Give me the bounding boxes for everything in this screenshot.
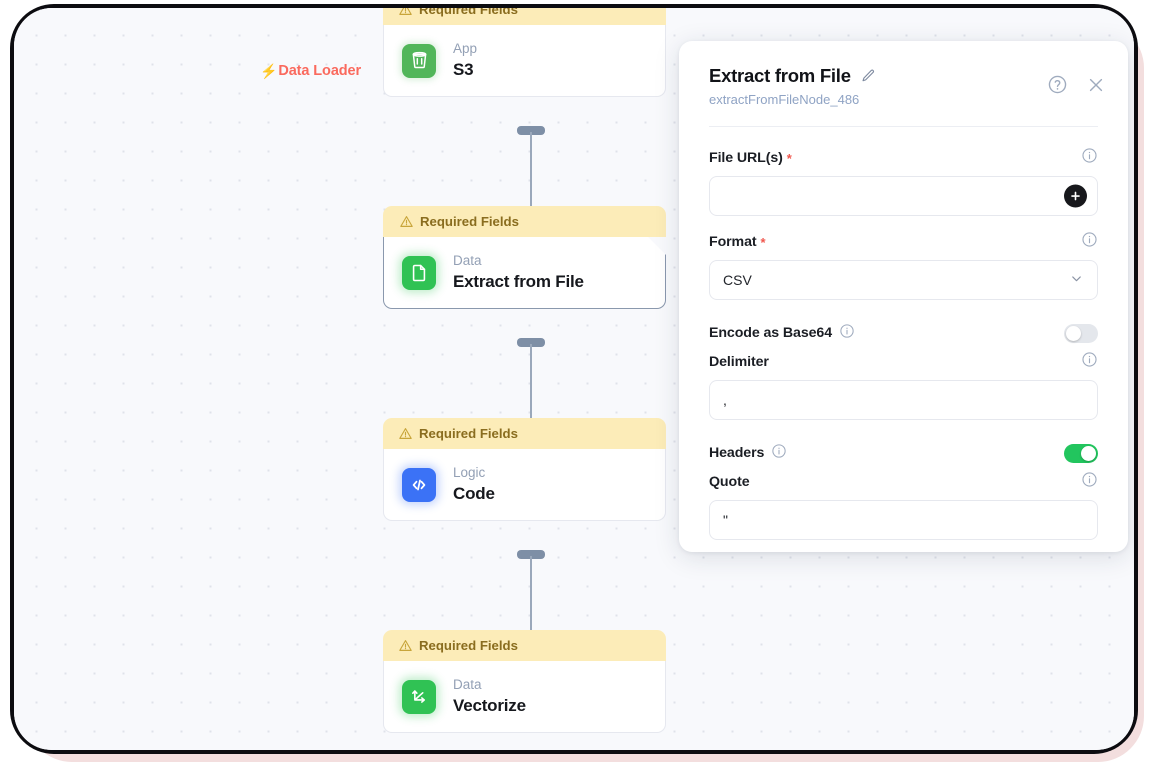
node-s3[interactable]: Required Fields App S3 — [383, 8, 666, 97]
node-kind: Data — [453, 253, 482, 269]
field-encode-base64: Encode as Base64 — [709, 316, 1098, 350]
warning-triangle-icon — [400, 215, 413, 228]
info-icon[interactable] — [1081, 351, 1098, 373]
format-value: CSV — [723, 272, 752, 288]
field-label: Quote — [709, 474, 750, 490]
lightning-bolt-icon: ⚡ — [260, 63, 278, 79]
quote-input[interactable]: " — [709, 500, 1098, 540]
node-kind: App — [453, 41, 478, 57]
node-extract-from-file[interactable]: Required Fields Data Extract from File — [383, 206, 666, 309]
node-banner-text: Required Fields — [419, 638, 518, 653]
edge-code-to-vectorize — [530, 556, 532, 640]
node-handle-out-code[interactable] — [517, 550, 545, 559]
headers-toggle[interactable] — [1064, 443, 1098, 463]
code-brackets-icon — [402, 467, 436, 502]
panel-body: File URL(s) * — [679, 127, 1128, 540]
panel-header: Extract from File extractFromFileNode_48… — [679, 41, 1128, 107]
info-icon[interactable] — [839, 323, 855, 343]
field-delimiter: Delimiter , — [709, 352, 1098, 420]
add-icon[interactable] — [1064, 184, 1087, 208]
question-circle-icon[interactable] — [1047, 74, 1068, 100]
node-banner-text: Required Fields — [419, 8, 518, 17]
group-label-data-loader: ⚡ Data Loader — [260, 63, 361, 79]
group-label-text: Data Loader — [278, 63, 362, 79]
field-label: Headers — [709, 443, 787, 463]
node-kind: Data — [453, 677, 482, 693]
edge-s3-to-extract — [530, 132, 532, 216]
document-icon — [402, 256, 436, 290]
node-required-banner: Required Fields — [383, 8, 666, 25]
node-vectorize[interactable]: Required Fields Data Vectorize — [383, 630, 666, 733]
node-handle-out-s3[interactable] — [517, 126, 545, 135]
panel-title: Extract from File — [709, 65, 851, 86]
close-icon[interactable] — [1086, 75, 1106, 100]
encode-base64-toggle[interactable] — [1064, 323, 1098, 343]
info-icon[interactable] — [1081, 471, 1098, 493]
node-kind: Logic — [453, 465, 486, 481]
info-icon[interactable] — [1081, 231, 1098, 253]
field-label: Delimiter — [709, 354, 769, 370]
node-body[interactable]: Logic Code — [383, 449, 666, 521]
chevron-down-icon — [1069, 271, 1084, 289]
edge-extract-to-code — [530, 344, 532, 428]
required-marker: * — [760, 234, 766, 250]
panel-divider — [709, 126, 1098, 127]
field-quote: Quote " — [709, 472, 1098, 540]
field-file-urls: File URL(s) * — [709, 148, 1098, 216]
node-body[interactable]: Data Extract from File — [383, 237, 666, 309]
node-title: S3 — [453, 59, 474, 79]
delimiter-value: , — [723, 392, 727, 408]
field-label: File URL(s) * — [709, 150, 792, 166]
node-properties-panel: Extract from File extractFromFileNode_48… — [679, 41, 1128, 552]
node-title: Extract from File — [453, 271, 584, 291]
panel-subtitle: extractFromFileNode_486 — [709, 92, 860, 107]
file-urls-input[interactable] — [709, 176, 1098, 216]
node-required-banner: Required Fields — [383, 418, 666, 449]
field-label: Format * — [709, 234, 766, 250]
delimiter-input[interactable]: , — [709, 380, 1098, 420]
node-required-banner: Required Fields — [383, 630, 666, 661]
vector-axes-icon — [402, 679, 436, 714]
pencil-icon[interactable] — [860, 68, 876, 84]
node-handle-out-extract[interactable] — [517, 338, 545, 347]
warning-triangle-icon — [399, 8, 412, 16]
s3-bucket-icon — [402, 43, 436, 78]
warning-triangle-icon — [399, 427, 412, 440]
app-viewport: ⚡ Data Loader — [14, 8, 1134, 750]
required-marker: * — [786, 150, 792, 166]
node-code[interactable]: Required Fields Logic Code — [383, 418, 666, 521]
node-banner-text: Required Fields — [419, 426, 518, 441]
warning-triangle-icon — [399, 639, 412, 652]
info-icon[interactable] — [771, 443, 787, 463]
node-banner-text: Required Fields — [420, 214, 519, 229]
node-title: Vectorize — [453, 695, 526, 715]
node-body[interactable]: App S3 — [383, 25, 666, 97]
node-body[interactable]: Data Vectorize — [383, 661, 666, 733]
node-title: Code — [453, 483, 495, 503]
info-icon[interactable] — [1081, 147, 1098, 169]
toggle-knob — [1081, 445, 1096, 461]
quote-value: " — [723, 512, 728, 528]
field-headers: Headers — [709, 436, 1098, 470]
toggle-knob — [1066, 325, 1081, 341]
flow-canvas[interactable]: ⚡ Data Loader — [14, 8, 1134, 750]
field-label: Encode as Base64 — [709, 323, 855, 343]
node-required-banner: Required Fields — [383, 206, 666, 237]
field-format: Format * — [709, 232, 1098, 300]
format-select[interactable]: CSV — [709, 260, 1098, 300]
